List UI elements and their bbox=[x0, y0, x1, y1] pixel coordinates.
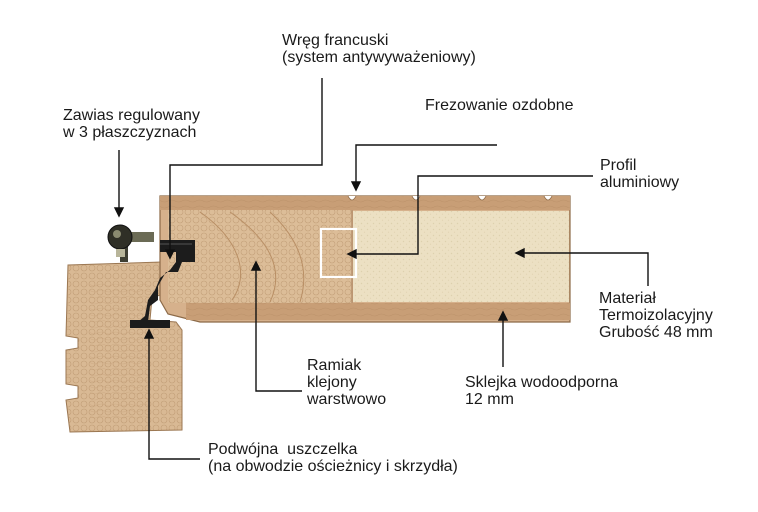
label-uszczelka-line1: Podwójna uszczelka bbox=[208, 441, 358, 458]
laminated-stile bbox=[168, 210, 353, 303]
label-material-termoizolacyjny: Materiał Termoizolacyjny Grubość 48 mm bbox=[599, 290, 713, 341]
label-frezowanie-ozdobne: Frezowanie ozdobne bbox=[425, 97, 574, 114]
door-frame bbox=[65, 261, 183, 433]
label-wreg-line2: (system antywyważeniowy) bbox=[282, 49, 476, 66]
label-sklejka-line2: 12 mm bbox=[465, 391, 514, 408]
leader-lines bbox=[113, 78, 649, 460]
arrow-wreg bbox=[164, 249, 176, 260]
arrow-material bbox=[514, 247, 525, 259]
label-profil-line2: aluminiowy bbox=[600, 174, 680, 191]
label-ramiak-klejony: Ramiak klejony warstwowo bbox=[307, 357, 386, 408]
label-material-line1: Materiał bbox=[599, 290, 656, 307]
label-profil-line1: Profil bbox=[600, 157, 637, 174]
label-sklejka-line1: Sklejka wodoodporna bbox=[465, 374, 618, 391]
label-ramiak-line2: klejony bbox=[307, 374, 357, 391]
insulation-core bbox=[353, 211, 569, 302]
label-profil-aluminiowy: Profil aluminiowy bbox=[600, 157, 679, 191]
leader-ramiak bbox=[255, 266, 302, 392]
arrow-zawias bbox=[113, 207, 125, 218]
arrow-sklejka bbox=[497, 310, 509, 321]
leader-material bbox=[520, 252, 649, 286]
label-uszczelka-line2: (na obwodzie ościeżnicy i skrzydła) bbox=[208, 458, 458, 475]
leader-profil bbox=[352, 175, 593, 255]
rebate-seal bbox=[130, 240, 195, 328]
arrow-profil bbox=[346, 248, 357, 260]
leader-frezowanie bbox=[355, 144, 497, 186]
label-wreg-francuski: Wręg francuski (system antywyważeniowy) bbox=[282, 32, 476, 66]
label-ramiak-line1: Ramiak bbox=[307, 357, 362, 374]
label-zawias-regulowany: Zawias regulowany w 3 płaszczyznach bbox=[63, 107, 200, 141]
label-zawias-line2: w 3 płaszczyznach bbox=[63, 124, 197, 141]
arrow-ramiak bbox=[250, 260, 262, 271]
label-sklejka-wodoodporna: Sklejka wodoodporna 12 mm bbox=[465, 374, 618, 408]
label-podwojna-uszczelka: Podwójna uszczelka (na obwodzie ościeżni… bbox=[208, 441, 458, 475]
arrow-uszczelka bbox=[143, 328, 155, 339]
label-material-line2: Termoizolacyjny bbox=[599, 307, 713, 324]
label-zawias-line1: Zawias regulowany bbox=[63, 107, 200, 124]
label-ramiak-line3: warstwowo bbox=[307, 391, 387, 408]
leader-wreg bbox=[169, 78, 323, 255]
label-wreg-line1: Wręg francuski bbox=[282, 32, 389, 49]
leader-uszczelka bbox=[148, 334, 200, 460]
label-material-line3: Grubość 48 mm bbox=[599, 324, 713, 341]
arrow-frezowanie bbox=[350, 181, 362, 192]
label-frezowanie-line1: Frezowanie ozdobne bbox=[425, 97, 574, 114]
hinge-icon bbox=[107, 224, 154, 262]
